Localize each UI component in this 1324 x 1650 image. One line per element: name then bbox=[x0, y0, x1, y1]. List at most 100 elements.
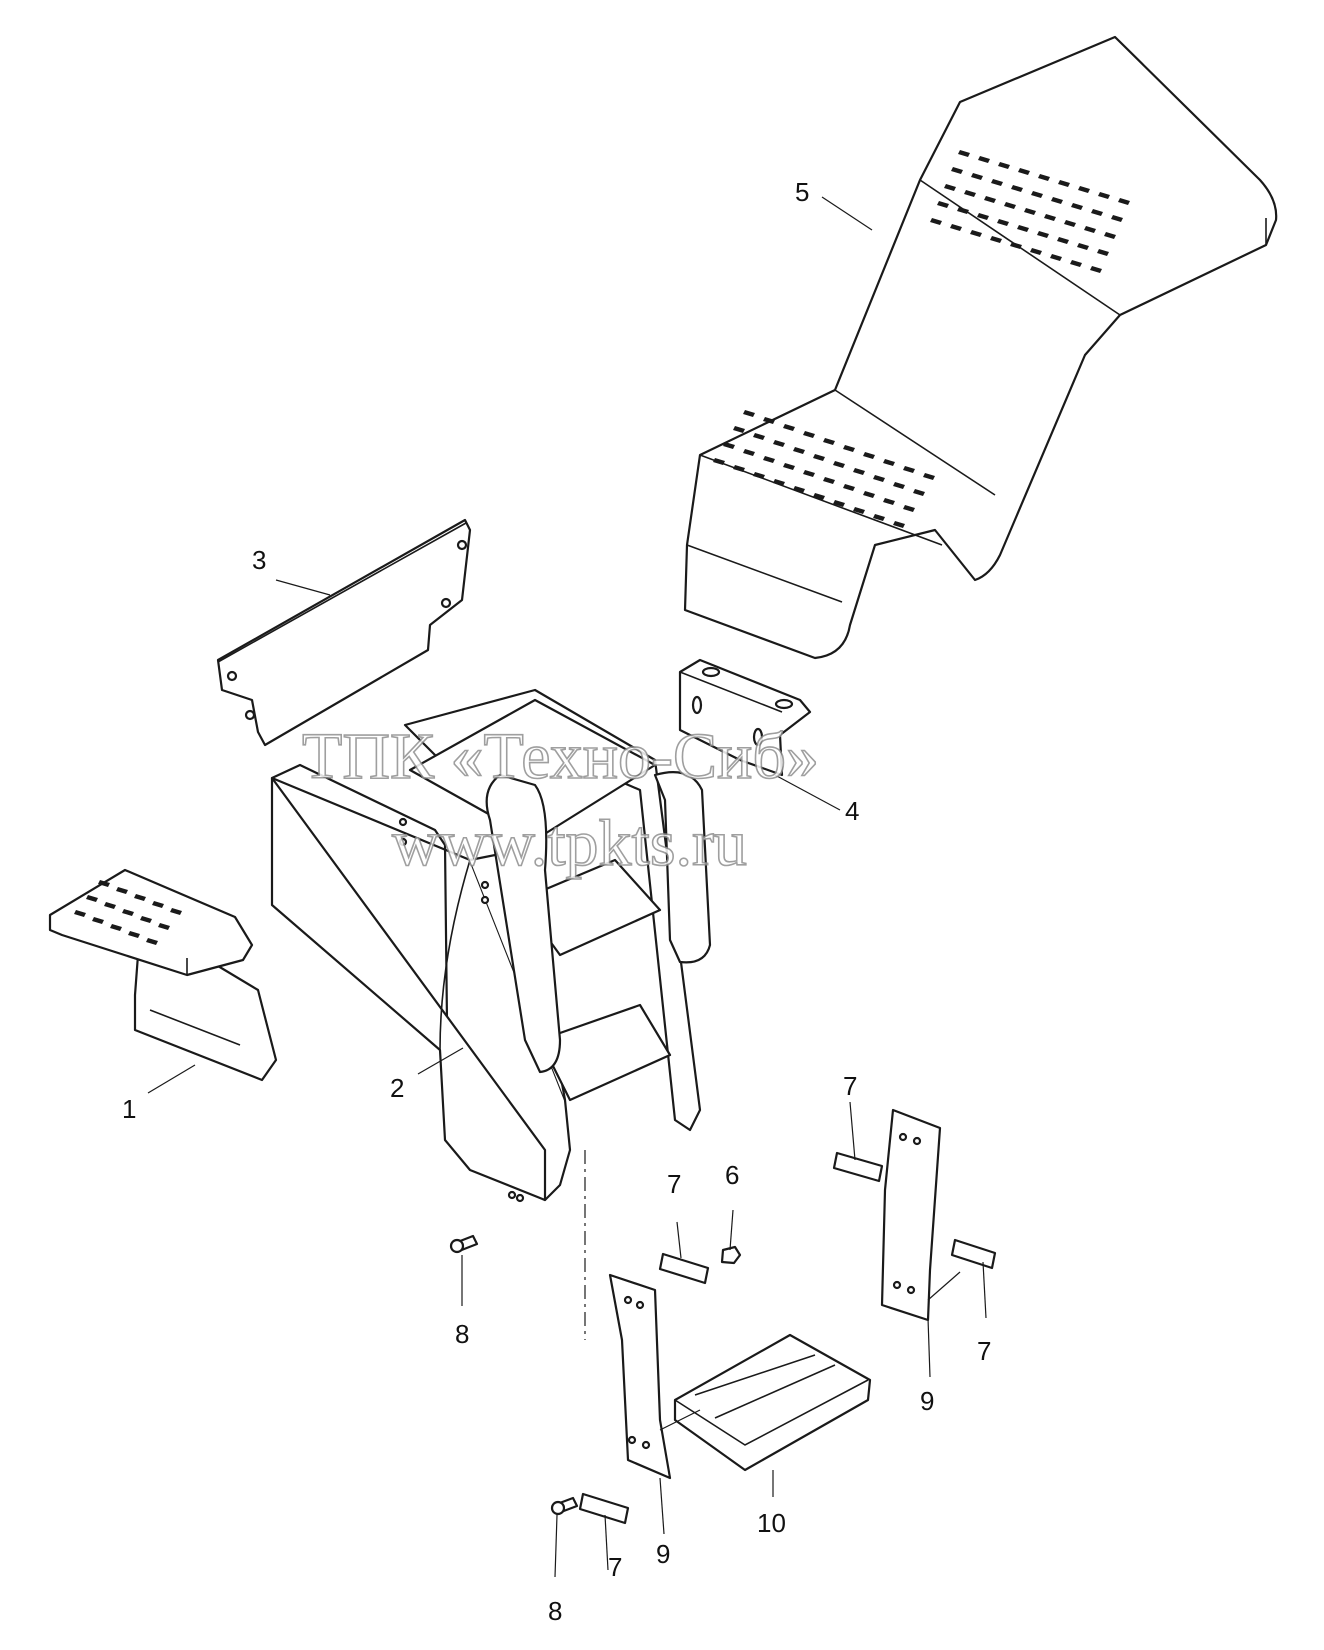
part-4-bracket bbox=[678, 658, 812, 777]
part-10-bottom-step bbox=[673, 1333, 872, 1472]
grip-slot bbox=[92, 917, 104, 924]
callout-8-b: 8 bbox=[548, 1596, 562, 1626]
grip-slot bbox=[873, 475, 885, 482]
watermark-company: ТПК «Техно-Сиб» bbox=[302, 720, 819, 793]
grip-slot bbox=[803, 470, 815, 477]
part-9-side-plate-left bbox=[608, 1273, 672, 1480]
grip-slot bbox=[863, 491, 875, 498]
callout-1: 1 bbox=[122, 1094, 136, 1124]
grip-slot bbox=[833, 461, 845, 468]
watermark-url: www.tpkts.ru bbox=[392, 807, 747, 880]
grip-slot bbox=[1058, 180, 1070, 187]
grip-slot bbox=[1091, 209, 1103, 216]
grip-slot bbox=[883, 498, 895, 505]
grip-slot bbox=[977, 213, 989, 220]
grip-slot bbox=[978, 156, 990, 163]
grip-slot bbox=[763, 417, 775, 424]
grip-slot bbox=[783, 463, 795, 470]
grip-slot bbox=[763, 456, 775, 463]
grip-slot bbox=[1004, 202, 1016, 209]
grip-slot bbox=[773, 440, 785, 447]
callout-labels: 1 2 3 4 5 6 7 7 7 7 8 8 9 9 10 bbox=[122, 177, 991, 1626]
grip-slot bbox=[971, 173, 983, 180]
grip-slot bbox=[1038, 174, 1050, 181]
grip-slot bbox=[913, 489, 925, 496]
grip-slot bbox=[823, 438, 835, 445]
grip-slot bbox=[843, 445, 855, 452]
grip-slot bbox=[146, 938, 158, 945]
part-1-small-step bbox=[48, 868, 278, 1082]
grip-slot bbox=[984, 196, 996, 203]
callout-8-a: 8 bbox=[455, 1319, 469, 1349]
watermark: ТПК «Техно-Сиб» www.tpkts.ru bbox=[301, 719, 820, 881]
grip-slot bbox=[958, 150, 970, 157]
grip-slot bbox=[903, 505, 915, 512]
grip-slot bbox=[823, 477, 835, 484]
grip-slot bbox=[110, 924, 122, 931]
grip-slot bbox=[813, 454, 825, 461]
grip-slot bbox=[773, 479, 785, 486]
grip-slot bbox=[1071, 203, 1083, 210]
grip-slot bbox=[170, 908, 182, 915]
grip-slot bbox=[1031, 191, 1043, 198]
grip-slot bbox=[893, 482, 905, 489]
grip-slot bbox=[1057, 237, 1069, 244]
grip-slot bbox=[1111, 215, 1123, 222]
callout-7-c: 7 bbox=[977, 1336, 991, 1366]
grip-slot bbox=[1070, 260, 1082, 267]
grip-slot bbox=[833, 500, 845, 507]
grip-slot bbox=[1098, 192, 1110, 199]
grip-slot bbox=[1118, 198, 1130, 205]
grip-slot bbox=[950, 224, 962, 231]
grip-slot bbox=[793, 447, 805, 454]
grip-slot bbox=[1104, 232, 1116, 239]
grip-slot bbox=[990, 236, 1002, 243]
part-2-ladder-assembly bbox=[270, 688, 712, 1203]
grip-slot bbox=[998, 162, 1010, 169]
grip-slot bbox=[1018, 168, 1030, 175]
part-6-nut bbox=[720, 1245, 742, 1265]
part-9-side-plate-right bbox=[880, 1108, 942, 1322]
grip-slot bbox=[853, 468, 865, 475]
grip-slot bbox=[793, 486, 805, 493]
callout-7-a: 7 bbox=[667, 1169, 681, 1199]
grip-slot bbox=[1050, 254, 1062, 261]
grip-slot bbox=[813, 493, 825, 500]
grip-slot bbox=[98, 880, 110, 887]
grip-slot bbox=[1010, 242, 1022, 249]
grip-slot bbox=[1090, 266, 1102, 273]
grip-slot bbox=[873, 514, 885, 521]
grip-slot bbox=[753, 472, 765, 479]
grip-slot bbox=[991, 179, 1003, 186]
grip-slot bbox=[1078, 186, 1090, 193]
part-5-step-cover bbox=[683, 35, 1278, 660]
callout-10: 10 bbox=[757, 1508, 786, 1538]
callout-2: 2 bbox=[390, 1073, 404, 1103]
callout-9-a: 9 bbox=[656, 1539, 670, 1569]
grip-slot bbox=[733, 465, 745, 472]
grip-slot bbox=[128, 931, 140, 938]
grip-slot bbox=[883, 459, 895, 466]
grip-slot bbox=[903, 466, 915, 473]
grip-slot bbox=[723, 442, 735, 449]
grip-slot bbox=[733, 426, 745, 433]
grip-slot bbox=[783, 424, 795, 431]
grip-slot bbox=[86, 895, 98, 902]
grip-slot bbox=[893, 521, 905, 528]
grip-slot bbox=[152, 901, 164, 908]
callout-9-b: 9 bbox=[920, 1386, 934, 1416]
grip-slot bbox=[116, 887, 128, 894]
grip-slot bbox=[1084, 226, 1096, 233]
grip-slot bbox=[1044, 214, 1056, 221]
grip-slot bbox=[140, 916, 152, 923]
grip-slot bbox=[74, 910, 86, 917]
grip-slot bbox=[1077, 243, 1089, 250]
callout-4: 4 bbox=[845, 796, 859, 826]
callout-6: 6 bbox=[725, 1160, 739, 1190]
part-8-bolts bbox=[449, 1234, 579, 1516]
grip-slot bbox=[743, 449, 755, 456]
grip-slot bbox=[843, 484, 855, 491]
grip-slot bbox=[853, 507, 865, 514]
grip-slot bbox=[957, 207, 969, 214]
